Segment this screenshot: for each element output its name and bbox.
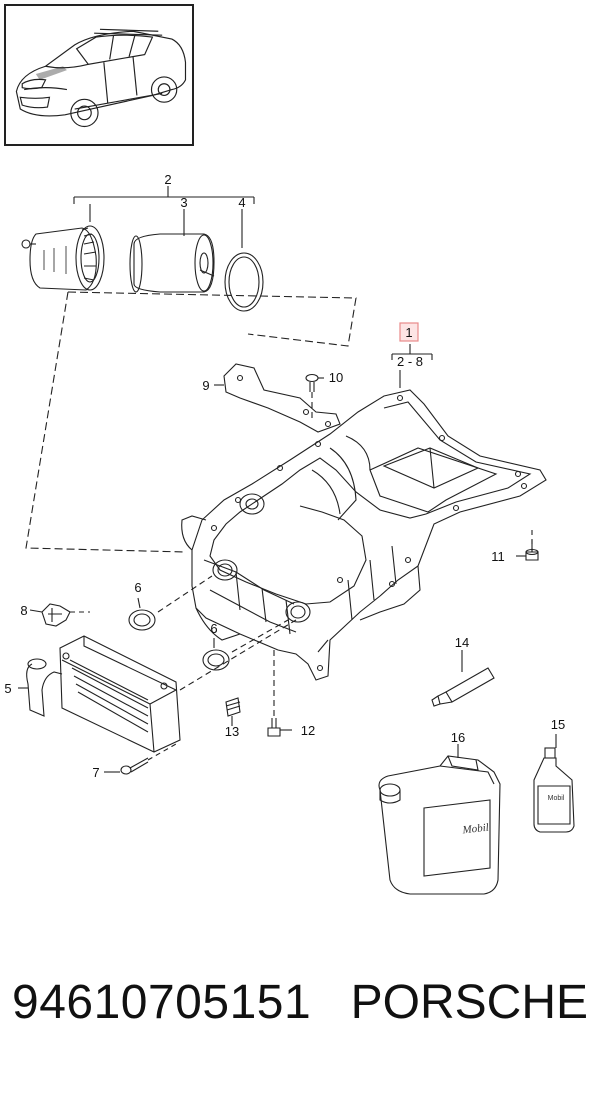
callout-7: 7 — [92, 765, 99, 780]
callout-9: 9 — [202, 378, 209, 393]
callout-5: 5 — [4, 681, 11, 696]
oil-filter-element — [129, 233, 215, 293]
highlight-box — [399, 322, 419, 342]
filter-group-bracket — [73, 186, 255, 248]
bottle-brand-label: Mobil — [548, 795, 565, 802]
callout-12: 12 — [301, 723, 315, 738]
clip-8 — [29, 603, 90, 627]
oil-pan — [181, 389, 547, 681]
oil-filter-housing — [21, 225, 105, 291]
callout-6b: 6 — [210, 621, 217, 636]
brand-name: PORSCHE — [350, 976, 588, 1029]
callout-2: 2 — [164, 172, 171, 187]
vehicle-thumbnail — [4, 4, 194, 146]
callout-4: 4 — [238, 195, 245, 210]
callout-10: 10 — [329, 370, 343, 385]
bracket-plate — [214, 363, 341, 433]
seal-guide-lines — [157, 575, 297, 691]
callout-8: 8 — [20, 603, 27, 618]
stud-13 — [225, 697, 241, 726]
bolt-10 — [305, 373, 324, 420]
assembly-bracket — [391, 344, 433, 388]
callout-15: 15 — [551, 717, 565, 732]
sealant-tube — [431, 650, 495, 707]
callout-1: 1 — [405, 325, 412, 340]
o-ring — [224, 252, 264, 312]
bolt-11 — [516, 530, 539, 561]
callout-11: 11 — [491, 549, 505, 564]
callout-labels: 1 2 - 8 2 3 4 5 6 6 7 8 9 10 11 12 13 14… — [4, 172, 565, 780]
exploded-parts-diagram: 1 2 - 8 2 3 4 5 6 6 7 8 9 10 11 12 13 14… — [4, 172, 575, 895]
part-number: 94610705151 — [12, 976, 312, 1029]
callout-1-range: 2 - 8 — [397, 354, 423, 369]
footer: 94610705151 PORSCHE — [0, 975, 600, 1055]
seal-ring-6b — [202, 638, 230, 671]
suv-illustration — [15, 28, 187, 128]
bolt-7 — [104, 743, 177, 775]
callout-13: 13 — [225, 724, 239, 739]
seal-ring-6a — [128, 597, 156, 631]
canister-brand-label: Mobil — [461, 822, 489, 837]
oil-bottle — [533, 734, 575, 833]
bolt-12 — [267, 650, 292, 737]
oil-canister — [378, 744, 501, 895]
callout-14: 14 — [455, 635, 469, 650]
callout-16: 16 — [451, 730, 465, 745]
callout-6a: 6 — [134, 580, 141, 595]
filter-guide-lines — [25, 291, 357, 553]
callout-3: 3 — [180, 195, 187, 210]
oil-cooler — [18, 635, 181, 753]
